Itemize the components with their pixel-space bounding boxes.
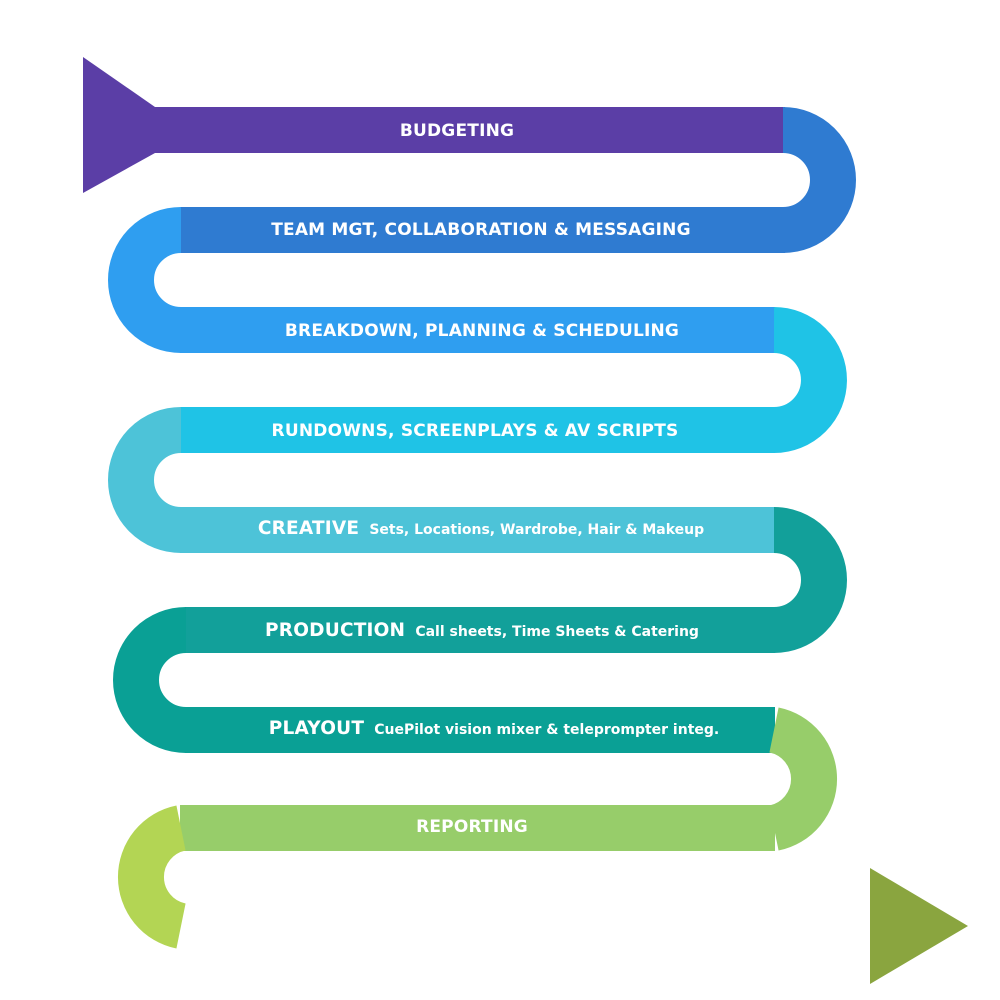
stage-label-production: PRODUCTION Call sheets, Time Sheets & Ca… xyxy=(265,620,699,641)
stage-label-creative: CREATIVE Sets, Locations, Wardrobe, Hair… xyxy=(258,518,704,539)
stage-title: PRODUCTION xyxy=(265,620,405,641)
stage-title: BREAKDOWN, PLANNING & SCHEDULING xyxy=(285,321,679,341)
stage-label-team: TEAM MGT, COLLABORATION & MESSAGING xyxy=(271,220,691,240)
turn-8 xyxy=(117,805,187,949)
turn-6 xyxy=(113,607,188,753)
stage-label-rundowns: RUNDOWNS, SCREENPLAYS & AV SCRIPTS xyxy=(272,421,679,441)
turn-3 xyxy=(772,307,847,453)
turn-7 xyxy=(768,707,838,851)
stage-title: RUNDOWNS, SCREENPLAYS & AV SCRIPTS xyxy=(272,421,679,441)
end-arrowhead xyxy=(870,868,968,984)
stage-detail: Call sheets, Time Sheets & Catering xyxy=(415,624,699,640)
stage-detail: Sets, Locations, Wardrobe, Hair & Makeup xyxy=(369,522,704,538)
stage-title: TEAM MGT, COLLABORATION & MESSAGING xyxy=(271,220,691,240)
turn-2 xyxy=(108,207,183,353)
stage-label-playout: PLAYOUT CuePilot vision mixer & teleprom… xyxy=(269,718,719,739)
turn-5 xyxy=(772,507,847,653)
stage-title: REPORTING xyxy=(416,817,528,837)
turn-1 xyxy=(781,107,856,253)
stage-title: ARCHIVING xyxy=(412,917,530,938)
stage-label-budgeting: BUDGETING xyxy=(400,121,514,141)
stage-detail: CuePilot vision mixer & teleprompter int… xyxy=(374,722,719,738)
stage-title: CREATIVE xyxy=(258,518,359,539)
turn-4 xyxy=(108,407,183,553)
start-arrowhead xyxy=(83,57,160,193)
stage-title: BUDGETING xyxy=(400,121,514,141)
stage-detail: integ. xyxy=(539,922,579,936)
stage-label-breakdown: BREAKDOWN, PLANNING & SCHEDULING xyxy=(285,321,679,341)
stage-title: PLAYOUT xyxy=(269,718,365,739)
stage-label-reporting: REPORTING xyxy=(416,817,528,837)
stage-label-archiving: ARCHIVING integ. xyxy=(412,917,579,938)
